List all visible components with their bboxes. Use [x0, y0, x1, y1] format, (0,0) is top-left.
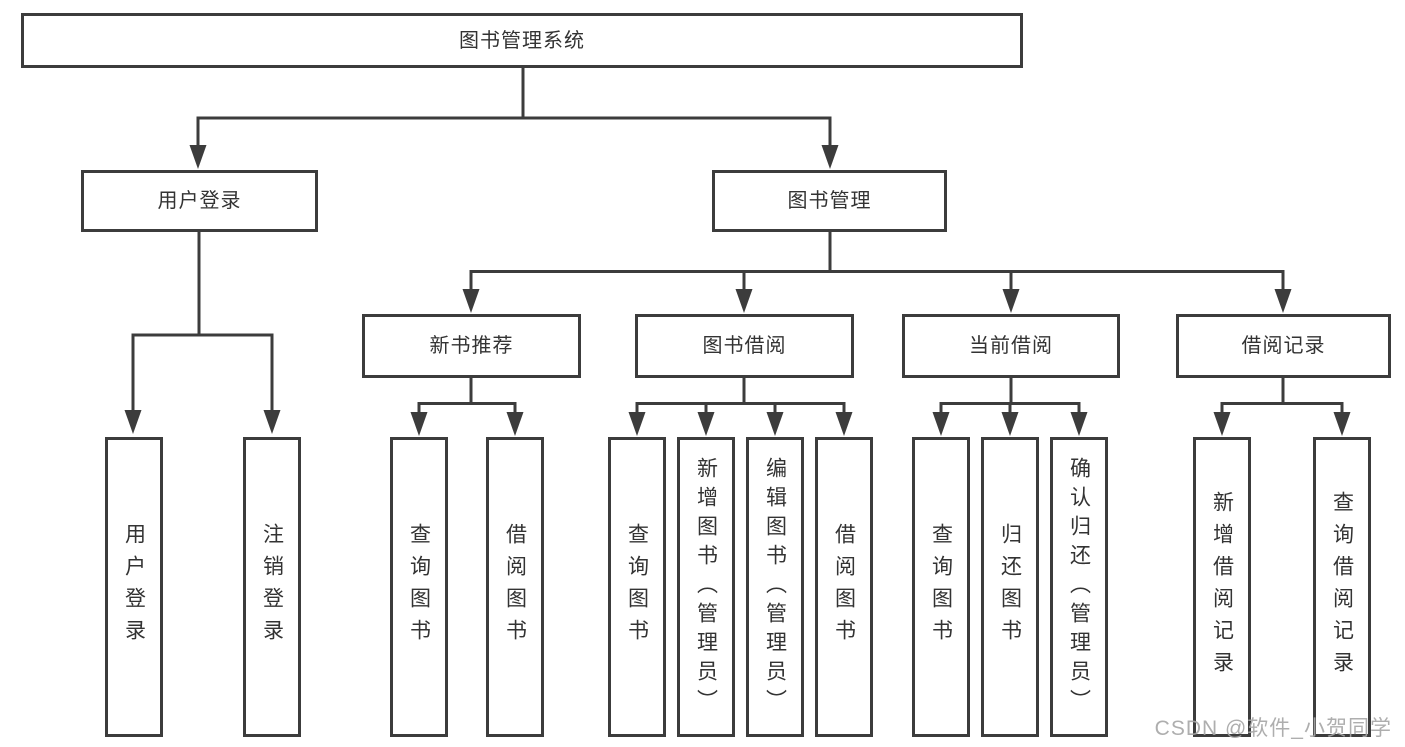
node-book-management: 图书管理	[712, 170, 947, 232]
node-user-login: 用户登录	[81, 170, 318, 232]
leaf-confirm-return-admin: 确认归还（管理员）	[1050, 437, 1108, 737]
leaf-return-books: 归还图书	[981, 437, 1039, 737]
leaf-borrow-books-2: 借阅图书	[815, 437, 873, 737]
leaf-query-books-3: 查询图书	[912, 437, 970, 737]
node-current-borrow: 当前借阅	[902, 314, 1120, 378]
arrowhead-icons	[124, 145, 1351, 436]
leaf-add-borrow-record: 新增借阅记录	[1193, 437, 1251, 737]
node-library-system: 图书管理系统	[21, 13, 1023, 68]
leaf-logout: 注销登录	[243, 437, 301, 737]
node-new-book-recommend: 新书推荐	[362, 314, 581, 378]
leaf-edit-books-admin: 编辑图书（管理员）	[746, 437, 804, 737]
node-borrow-records: 借阅记录	[1176, 314, 1391, 378]
leaf-query-books-1: 查询图书	[390, 437, 448, 737]
watermark: CSDN @软件_小贺同学	[1154, 717, 1392, 740]
node-book-borrow: 图书借阅	[635, 314, 854, 378]
leaf-query-books-2: 查询图书	[608, 437, 666, 737]
leaf-user-login: 用户登录	[105, 437, 163, 737]
leaf-query-borrow-record: 查询借阅记录	[1313, 437, 1371, 737]
leaf-borrow-books-1: 借阅图书	[486, 437, 544, 737]
leaf-add-books-admin: 新增图书（管理员）	[677, 437, 735, 737]
